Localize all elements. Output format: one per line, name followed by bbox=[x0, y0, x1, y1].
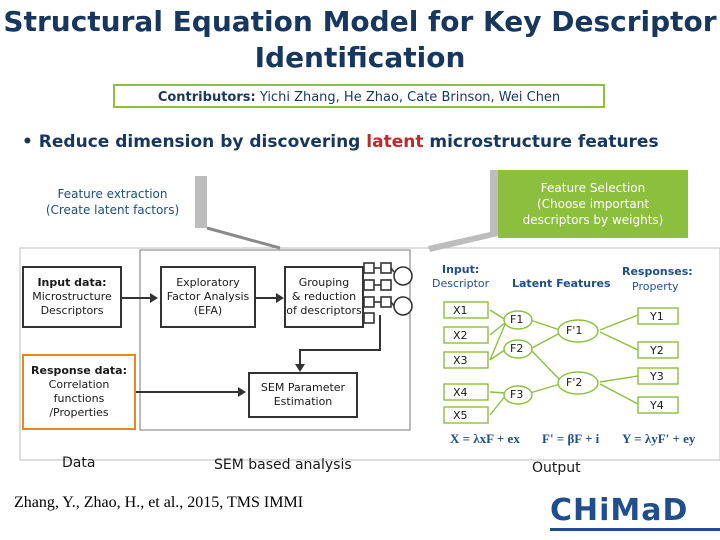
response-data-box: Response data: Correlation functions /Pr… bbox=[22, 354, 136, 430]
arrowhead-response-sem bbox=[238, 387, 246, 397]
bullet-symbol: • bbox=[22, 132, 33, 152]
callout-bar-left bbox=[195, 176, 207, 228]
node-f2: F2 bbox=[510, 342, 524, 355]
chimad-logo: CHiMaD bbox=[550, 493, 689, 528]
logo-underline bbox=[550, 528, 720, 531]
page-title: Structural Equation Model for Key Descri… bbox=[3, 5, 717, 74]
efa-box: Exploratory Factor Analysis (EFA) bbox=[160, 266, 256, 328]
feature-extraction-note: Feature extraction (Create latent factor… bbox=[45, 187, 180, 217]
node-f1: F1 bbox=[510, 313, 524, 326]
node-y1: Y1 bbox=[650, 310, 664, 323]
feature-selection-note: Feature Selection (Choose important desc… bbox=[522, 181, 664, 227]
input-data-body: Microstructure Descriptors bbox=[32, 290, 112, 317]
equation-1: X = λxF + ex bbox=[450, 431, 520, 446]
arrowhead-input-efa bbox=[150, 293, 158, 303]
input-data-title: Input data: bbox=[37, 276, 107, 289]
bullet-text-after: microstructure features bbox=[423, 132, 659, 152]
citation: Zhang, Y., Zhao, H., et al., 2015, TMS I… bbox=[14, 494, 304, 511]
node-fp2: F'2 bbox=[566, 376, 583, 389]
node-y3: Y3 bbox=[650, 370, 664, 383]
sem-input-sub: Descriptor bbox=[432, 277, 490, 290]
node-y2: Y2 bbox=[650, 344, 664, 357]
node-fp1: F'1 bbox=[566, 324, 583, 337]
sem-parameter-box: SEM Parameter Estimation bbox=[248, 372, 358, 418]
node-x5: X5 bbox=[453, 409, 468, 422]
node-y4: Y4 bbox=[650, 399, 664, 412]
input-data-box: Input data: Microstructure Descriptors bbox=[22, 266, 122, 328]
arrowhead-grouping-sem bbox=[295, 364, 305, 372]
sem-responses-sub: Property bbox=[632, 280, 679, 293]
contributors-box: Contributors: Yichi Zhang, He Zhao, Cate… bbox=[113, 84, 605, 108]
contributors-label: Contributors: bbox=[157, 90, 256, 105]
equation-2: F' = βF + i bbox=[542, 431, 600, 446]
feature-selection-box: Feature Selection (Choose important desc… bbox=[498, 170, 688, 238]
output-label: Output bbox=[532, 460, 581, 476]
bullet-highlight: latent bbox=[366, 132, 424, 152]
data-label: Data bbox=[62, 455, 96, 471]
sem-analysis-label: SEM based analysis bbox=[214, 457, 352, 473]
node-x4: X4 bbox=[453, 386, 468, 399]
grouping-box: Grouping & reduction of descriptors bbox=[284, 266, 364, 328]
equation-3: Y = λyF' + ey bbox=[622, 431, 696, 446]
response-data-body: Correlation functions /Properties bbox=[48, 378, 110, 419]
grouping-node-icons bbox=[363, 262, 413, 324]
callout-connector-left bbox=[206, 226, 281, 250]
sem-node-shapes bbox=[443, 301, 679, 424]
node-x1: X1 bbox=[453, 304, 468, 317]
callout-bar-right bbox=[428, 170, 498, 252]
response-data-title: Response data: bbox=[31, 364, 127, 377]
contributors-names: Yichi Zhang, He Zhao, Cate Brinson, Wei … bbox=[259, 90, 561, 105]
node-f3: F3 bbox=[510, 388, 524, 401]
node-x2: X2 bbox=[453, 329, 468, 342]
arrow-grouping-sem bbox=[299, 315, 381, 364]
arrowhead-efa-grouping bbox=[276, 293, 284, 303]
bullet-text-before: Reduce dimension by discovering bbox=[38, 132, 367, 152]
sem-latent-title: Latent Features bbox=[512, 277, 611, 290]
bullet-point: • Reduce dimension by discovering latent… bbox=[22, 132, 659, 152]
node-x3: X3 bbox=[453, 354, 468, 367]
sem-input-title: Input: bbox=[442, 263, 480, 276]
sem-paths bbox=[489, 309, 639, 416]
analysis-frame bbox=[139, 249, 411, 431]
sem-responses-title: Responses: bbox=[622, 265, 693, 278]
